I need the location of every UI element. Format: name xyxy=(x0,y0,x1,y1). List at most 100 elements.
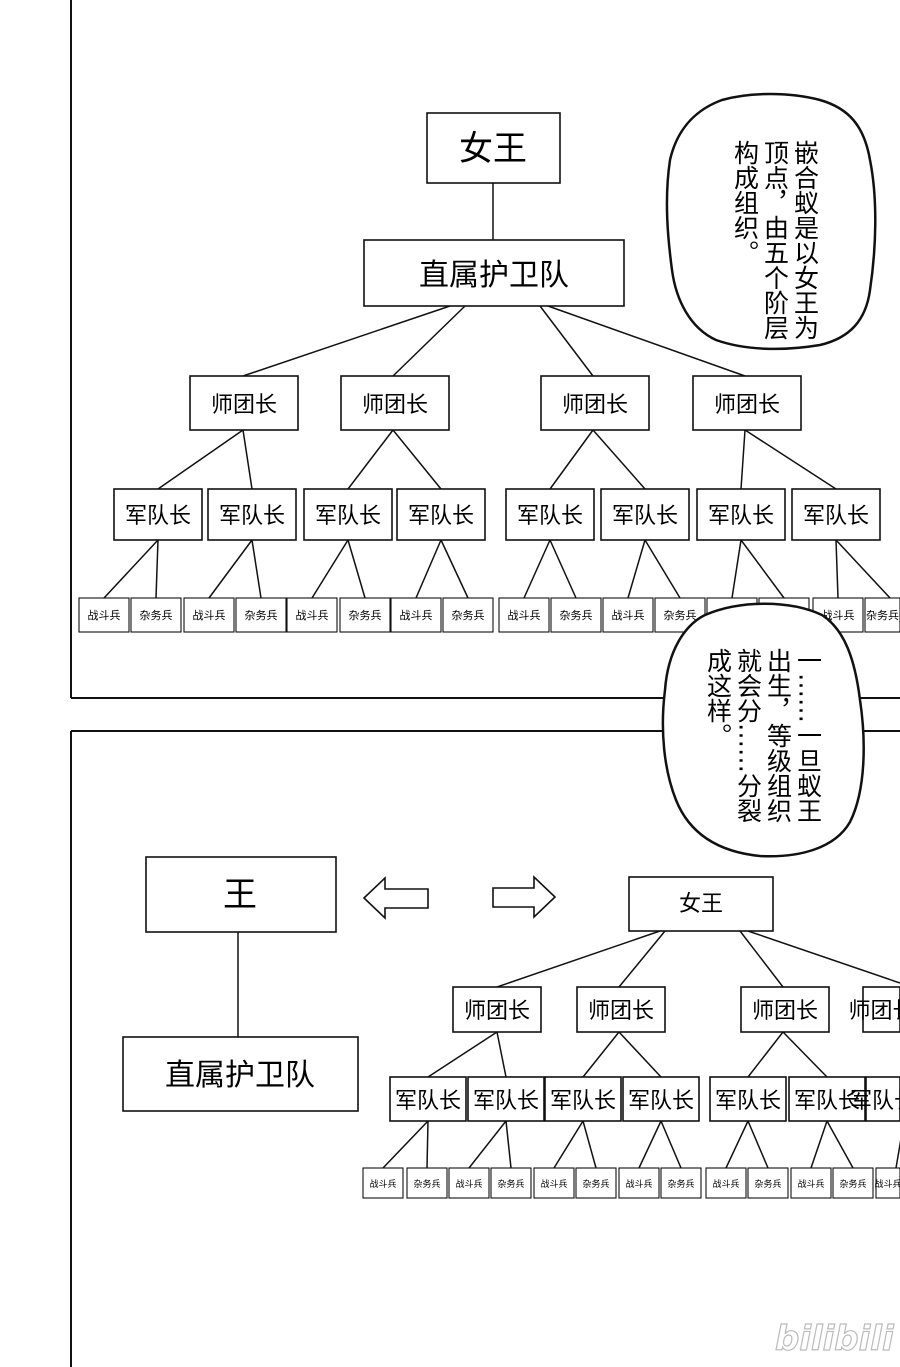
division-commander-box-label: 师团长 xyxy=(714,393,780,418)
bottom-queen-label: 女王 xyxy=(679,892,723,917)
combat-soldier-box: 战斗兵 xyxy=(705,1167,747,1199)
squad-leader-box: 军队长 xyxy=(113,488,203,541)
combat-soldier-box-label: 战斗兵 xyxy=(400,609,433,622)
bilibili-watermark: bilibili xyxy=(775,1319,895,1359)
division-commander-box: 师团长 xyxy=(452,986,542,1033)
chores-soldier-box: 杂务兵 xyxy=(442,597,494,633)
squad-leader-box-label: 军队长 xyxy=(125,504,191,529)
squad-leader-box: 军队长 xyxy=(505,488,595,541)
queen-label: 女王 xyxy=(459,129,527,169)
division-commander-box: 师团长 xyxy=(540,375,650,431)
squad-leader-box-label: 军队长 xyxy=(517,504,583,529)
squad-leader-box: 军队长 xyxy=(791,488,881,541)
combat-soldier-box-label: 战斗兵 xyxy=(193,609,226,622)
chores-soldier-box-label: 杂务兵 xyxy=(839,1178,866,1190)
division-commander-box-label: 师团长 xyxy=(464,999,530,1024)
squad-leader-box: 军队长 xyxy=(544,1076,622,1122)
chores-soldier-box: 杂务兵 xyxy=(575,1167,617,1199)
combat-soldier-box-label: 战斗兵 xyxy=(712,1178,739,1190)
chores-soldier-box: 杂务兵 xyxy=(660,1167,702,1199)
split-arrow-right-icon xyxy=(492,875,557,919)
chores-soldier-box-label: 杂务兵 xyxy=(664,609,697,622)
squad-leader-box: 军队长 xyxy=(600,488,690,541)
division-commander-box-label: 师团长 xyxy=(211,393,277,418)
combat-soldier-box: 战斗兵 xyxy=(183,597,235,633)
chores-soldier-box-label: 杂务兵 xyxy=(140,609,173,622)
combat-soldier-box-label: 战斗兵 xyxy=(88,609,121,622)
chores-soldier-box: 杂务兵 xyxy=(550,597,602,633)
squad-leader-box: 军队长 xyxy=(303,488,393,541)
squad-leader-box: 军队长 xyxy=(396,488,486,541)
combat-soldier-box-label: 战斗兵 xyxy=(612,609,645,622)
squad-leader-box: 军队长 xyxy=(709,1076,787,1122)
king-label: 王 xyxy=(223,875,257,915)
split-arrow-left-icon xyxy=(362,876,429,920)
chores-soldier-box-label: 杂务兵 xyxy=(667,1178,694,1190)
chores-soldier-box: 杂务兵 xyxy=(747,1167,789,1199)
combat-soldier-box: 战斗兵 xyxy=(602,597,654,633)
queen-box: 女王 xyxy=(426,112,561,184)
squad-leader-box-label: 军队长 xyxy=(473,1089,539,1114)
chores-soldier-box: 杂务兵 xyxy=(654,597,706,633)
squad-leader-box-label: 军队长 xyxy=(219,504,285,529)
chores-soldier-box: 杂务兵 xyxy=(406,1167,448,1199)
chores-soldier-box-label: 杂务兵 xyxy=(582,1178,609,1190)
combat-soldier-box: 战斗兵 xyxy=(533,1167,575,1199)
combat-soldier-box-label: 战斗兵 xyxy=(822,609,855,622)
division-commander-box-label: 师团长 xyxy=(362,393,428,418)
squad-leader-box-label: 军队长 xyxy=(715,1089,781,1114)
combat-soldier-box-label: 战斗兵 xyxy=(455,1178,482,1190)
chores-soldier-box-label: 杂务兵 xyxy=(497,1178,524,1190)
top-subtree: 师团长军队长战斗兵杂务兵军队长战斗兵杂务兵师团长军队长战斗兵杂务兵军队长战斗兵杂… xyxy=(78,375,900,633)
squad-leader-box: 军队长 xyxy=(850,1076,900,1122)
bottom-connectors xyxy=(382,930,900,1169)
bottom-hierarchy-chart: 王 直属护卫队 女王 师团长军队长战斗兵杂务兵军队长战斗兵杂务兵师团长军队长战斗… xyxy=(122,602,900,1199)
division-commander-box-label: 师团长 xyxy=(848,999,900,1024)
bottom-queen-box: 女王 xyxy=(628,876,774,932)
chores-soldier-box-label: 杂务兵 xyxy=(754,1178,781,1190)
bottom-subtree: 师团长军队长战斗兵杂务兵军队长战斗兵杂务兵师团长军队长战斗兵杂务兵军队长战斗兵杂… xyxy=(362,986,900,1199)
squad-leader-box-label: 军队长 xyxy=(550,1089,616,1114)
top-connectors xyxy=(103,183,891,599)
bottom-speech-bubble: 一……一旦蚁王 出生，等级组织 就会分……分裂 成这样。 xyxy=(661,602,865,858)
chores-soldier-box-label: 杂务兵 xyxy=(245,609,278,622)
bubble-text-line-2: 出生，等级组织 xyxy=(764,648,793,823)
division-commander-box-label: 师团长 xyxy=(752,999,818,1024)
combat-soldier-box-label: 战斗兵 xyxy=(296,609,329,622)
king-guard-label: 直属护卫队 xyxy=(165,1058,315,1093)
combat-soldier-box: 战斗兵 xyxy=(78,597,130,633)
division-commander-box: 师团长 xyxy=(692,375,802,431)
bubble-text-line-1: 嵌合蚁是以女王为 xyxy=(791,140,820,340)
bubble-text-line-3: 就会分……分裂 xyxy=(734,648,763,823)
top-speech-bubble: 嵌合蚁是以女王为 顶点，由五个阶层 构成组织。 xyxy=(665,92,877,351)
combat-soldier-box: 战斗兵 xyxy=(498,597,550,633)
squad-leader-box-label: 军队长 xyxy=(612,504,678,529)
division-commander-box: 师团长 xyxy=(576,986,666,1033)
combat-soldier-box-label: 战斗兵 xyxy=(874,1178,900,1190)
squad-leader-box: 军队长 xyxy=(389,1076,467,1122)
chores-soldier-box: 杂务兵 xyxy=(832,1167,874,1199)
chores-soldier-box-label: 杂务兵 xyxy=(560,609,593,622)
combat-soldier-box: 战斗兵 xyxy=(362,1167,404,1199)
bubble-text-line-2: 顶点，由五个阶层 xyxy=(761,140,790,340)
squad-leader-box: 军队长 xyxy=(788,1076,866,1122)
chores-soldier-box-label: 杂务兵 xyxy=(866,609,899,622)
squad-leader-box: 军队长 xyxy=(467,1076,545,1122)
chores-soldier-box-label: 杂务兵 xyxy=(413,1178,440,1190)
division-commander-box: 师团长 xyxy=(340,375,450,431)
combat-soldier-box: 战斗兵 xyxy=(790,1167,832,1199)
division-commander-box: 师团长 xyxy=(740,986,830,1033)
squad-leader-box-label: 军队长 xyxy=(708,504,774,529)
combat-soldier-box: 战斗兵 xyxy=(874,1167,900,1199)
combat-soldier-box-label: 战斗兵 xyxy=(625,1178,652,1190)
chores-soldier-box: 杂务兵 xyxy=(490,1167,532,1199)
combat-soldier-box: 战斗兵 xyxy=(286,597,338,633)
royal-guard-label: 直属护卫队 xyxy=(419,258,569,293)
squad-leader-box-label: 军队长 xyxy=(803,504,869,529)
chores-soldier-box-label: 杂务兵 xyxy=(452,609,485,622)
royal-guard-box: 直属护卫队 xyxy=(363,239,625,307)
combat-soldier-box: 战斗兵 xyxy=(448,1167,490,1199)
chores-soldier-box: 杂务兵 xyxy=(235,597,287,633)
combat-soldier-box-label: 战斗兵 xyxy=(540,1178,567,1190)
squad-leader-box: 军队长 xyxy=(696,488,786,541)
